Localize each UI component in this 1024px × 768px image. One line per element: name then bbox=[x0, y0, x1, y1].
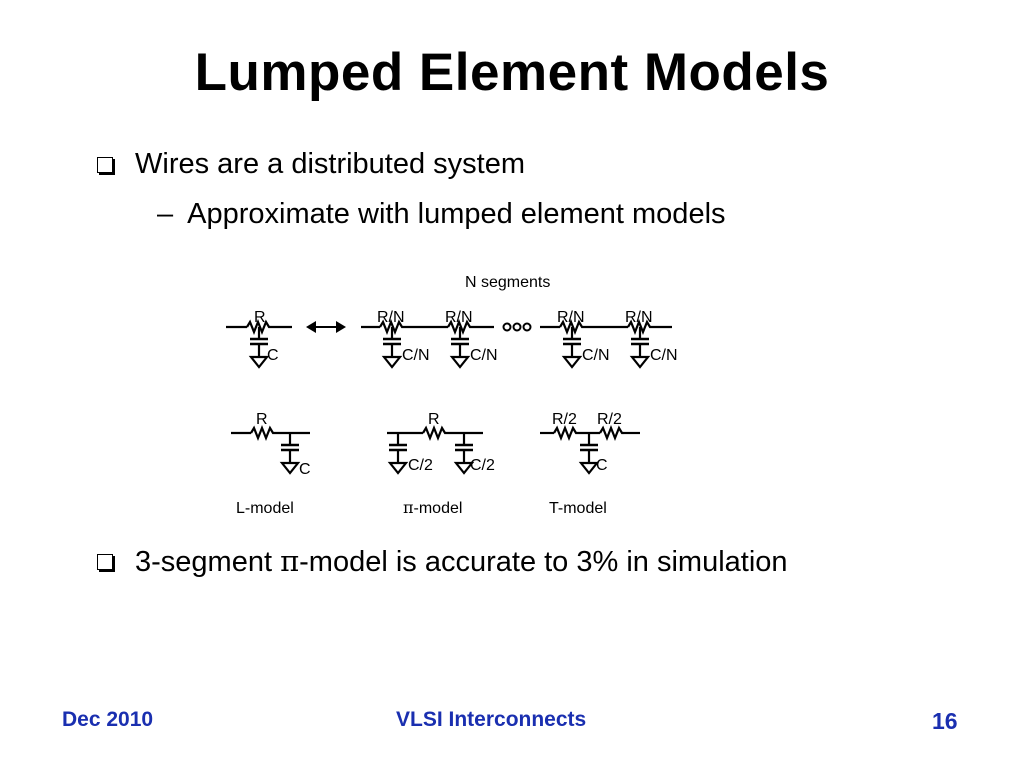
sub-bullet-1: – Approximate with lumped element models bbox=[157, 198, 726, 231]
seg-R-label-4: R/N bbox=[625, 309, 653, 326]
checkbox-bullet-icon bbox=[97, 553, 113, 570]
footer-course: VLSI Interconnects bbox=[396, 708, 587, 731]
left-C-label: C bbox=[267, 347, 279, 364]
l-model-C-label: C bbox=[299, 461, 311, 478]
slide-title: Lumped Element Models bbox=[194, 43, 830, 102]
bullet-2: 3-segment π-model is accurate to 3% in s… bbox=[97, 544, 788, 579]
pi-model-C-right-label: C/2 bbox=[470, 457, 495, 474]
sub-bullet-1-text: Approximate with lumped element models bbox=[187, 198, 726, 230]
checkbox-bullet-icon bbox=[97, 156, 113, 173]
t-model-R-left-label: R/2 bbox=[552, 411, 577, 428]
pi-model-caption: π-model bbox=[403, 498, 462, 517]
n-segments-label: N segments bbox=[465, 274, 550, 291]
ellipsis-icon bbox=[502, 322, 532, 332]
bullet-2-pi: π bbox=[280, 544, 300, 578]
footer-page-number: 16 bbox=[932, 708, 958, 734]
left-R-label: R bbox=[254, 309, 266, 326]
t-model-R-right-label: R/2 bbox=[597, 411, 622, 428]
pi-symbol: π bbox=[403, 498, 414, 517]
seg-C-label-1: C/N bbox=[402, 347, 430, 364]
seg-R-label-1: R/N bbox=[377, 309, 405, 326]
t-model-C-label: C bbox=[596, 457, 608, 474]
bullet-2-prefix: 3-segment bbox=[135, 546, 281, 578]
l-model-caption: L-model bbox=[236, 500, 294, 517]
seg-R-label-2: R/N bbox=[445, 309, 473, 326]
dash-bullet-icon: – bbox=[157, 198, 174, 230]
pi-model-caption-text: -model bbox=[414, 500, 463, 517]
footer-date: Dec 2010 bbox=[62, 708, 154, 731]
seg-R-label-3: R/N bbox=[557, 309, 585, 326]
seg-C-label-2: C/N bbox=[470, 347, 498, 364]
pi-model-C-left-label: C/2 bbox=[408, 457, 433, 474]
pi-model-R-label: R bbox=[428, 411, 440, 428]
bullet-1-text: Wires are a distributed system bbox=[135, 148, 526, 180]
seg-C-label-3: C/N bbox=[582, 347, 610, 364]
bullet-2-text: 3-segment π-model is accurate to 3% in s… bbox=[135, 544, 788, 579]
double-arrow-icon bbox=[306, 321, 346, 333]
seg-C-label-4: C/N bbox=[650, 347, 678, 364]
bullet-2-suffix: -model is accurate to 3% in simulation bbox=[299, 546, 788, 578]
l-model-R-label: R bbox=[256, 411, 268, 428]
bullet-1: Wires are a distributed system bbox=[97, 148, 525, 181]
t-model-caption: T-model bbox=[549, 500, 607, 517]
